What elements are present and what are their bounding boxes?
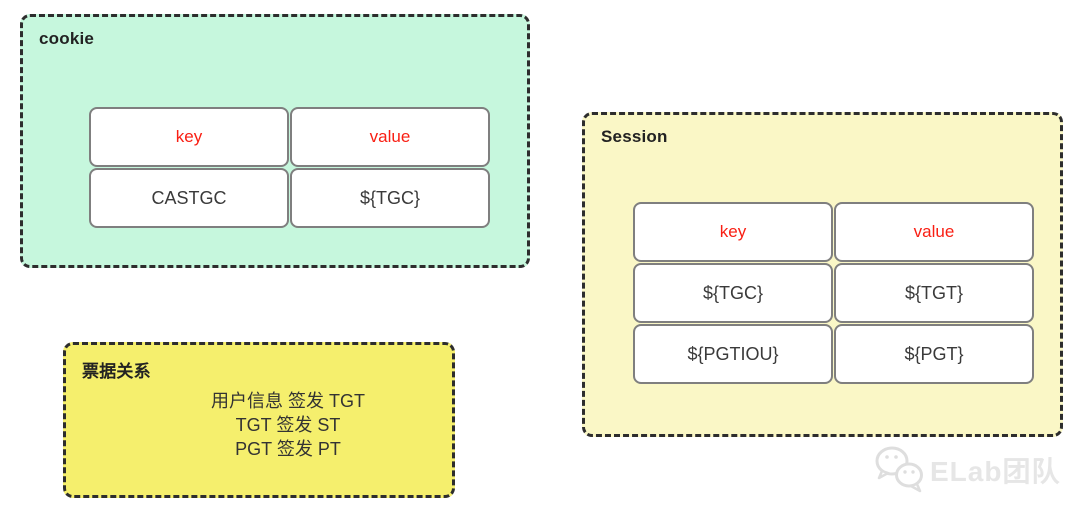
ticket-relation-line: 用户信息 签发 TGT (211, 391, 365, 411)
ticket-relation-line: PGT 签发 PT (235, 439, 341, 459)
table-cell: ${PGTIOU} (633, 324, 833, 384)
table-header-cell: value (834, 202, 1034, 262)
table-header-cell: value (290, 107, 490, 167)
ticket-relation-label: 票据关系 (82, 362, 151, 381)
ticket-relation-panel: 票据关系 用户信息 签发 TGT TGT 签发 ST PGT 签发 PT (63, 342, 455, 498)
session-panel: Session key value ${TGC} ${TGT} ${PGTIOU… (582, 112, 1063, 437)
cookie-panel: cookie key value CASTGC ${TGC} (20, 14, 530, 268)
table-cell: CASTGC (89, 168, 289, 228)
session-table: key value ${TGC} ${TGT} ${PGTIOU} ${PGT} (633, 202, 1034, 384)
table-header-cell: key (89, 107, 289, 167)
ticket-relation-lines: 用户信息 签发 TGT TGT 签发 ST PGT 签发 PT (66, 389, 452, 461)
watermark: ELab团队 (872, 444, 1060, 496)
table-cell: ${TGC} (290, 168, 490, 228)
cookie-panel-label: cookie (39, 29, 95, 48)
ticket-relation-line: TGT 签发 ST (235, 415, 341, 435)
table-cell: ${TGC} (633, 263, 833, 323)
cookie-table: key value CASTGC ${TGC} (89, 107, 490, 228)
table-cell: ${PGT} (834, 324, 1034, 384)
wechat-icon (875, 446, 923, 493)
watermark-text: ELab团队 (930, 456, 1061, 487)
session-panel-label: Session (601, 127, 668, 146)
table-header-cell: key (633, 202, 833, 262)
table-cell: ${TGT} (834, 263, 1034, 323)
